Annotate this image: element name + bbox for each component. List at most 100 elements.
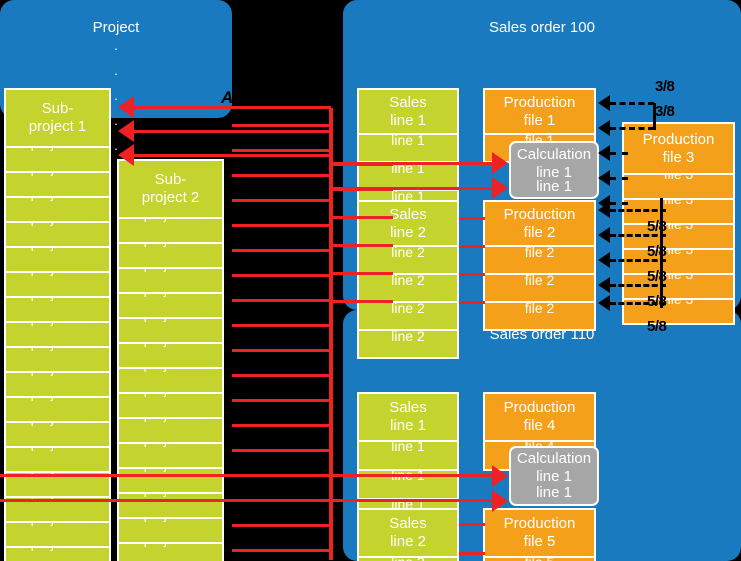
so100-feed-rung-4 bbox=[333, 244, 393, 247]
fraction-bottom-2: 5/8 bbox=[647, 243, 667, 260]
so100-production-file-2-head[interactable]: Production file 2 bbox=[483, 200, 596, 247]
so100-sales-line-1-head[interactable]: Sales line 1 bbox=[357, 88, 459, 135]
so110-calc-feed-1 bbox=[0, 474, 494, 477]
so100-sales-line-1-label: Sales line 1 bbox=[389, 93, 427, 129]
so100-sales-line-2-item-label: line 2 bbox=[391, 327, 425, 344]
so100-sales-line-2-item-label: line 2 bbox=[391, 243, 425, 260]
a-label-2: A bbox=[221, 112, 234, 131]
a-label-1: A bbox=[221, 88, 234, 107]
so100-calculation-sub-label: line 1 bbox=[536, 178, 572, 196]
project-rung-2 bbox=[232, 149, 332, 152]
subproject-1-arrow-3 bbox=[118, 144, 134, 166]
subproject-1-label: Sub- project 1 bbox=[28, 100, 87, 135]
so100-production-file-1-label: Production file 1 bbox=[503, 93, 576, 129]
subproject-1-arrow-2 bbox=[118, 120, 134, 142]
subproject-1-head[interactable]: Sub- project 1 bbox=[4, 88, 111, 148]
pf-ref-dash-mid-1 bbox=[610, 152, 628, 155]
project-dot-5: · bbox=[113, 141, 119, 156]
project-rung-9 bbox=[232, 324, 332, 327]
so100-feed-rung-5 bbox=[333, 272, 393, 275]
so110-pf5-rung-1 bbox=[459, 523, 485, 526]
project-title: Project bbox=[92, 19, 140, 36]
fraction-bottom-1: 5/8 bbox=[647, 218, 667, 235]
so100-sales-line-2-head[interactable]: Sales line 2 bbox=[357, 200, 459, 247]
so100-calc-arrow-2 bbox=[492, 177, 508, 199]
so100-pf2-rung-2 bbox=[459, 245, 485, 248]
project-rung-14 bbox=[232, 449, 332, 452]
project-rung-1 bbox=[232, 124, 332, 127]
project-dot-3: · bbox=[113, 91, 119, 106]
pf2-ref-arrow-2 bbox=[598, 227, 610, 243]
fraction-bottom-4: 5/8 bbox=[647, 293, 667, 310]
pf1-ref-arrow-1 bbox=[598, 95, 610, 111]
so110-sales-line-1-label: Sales line 1 bbox=[389, 399, 427, 434]
sales-order-100-title: Sales order 100 bbox=[489, 19, 595, 36]
pf2-ref-dash-3 bbox=[610, 259, 666, 262]
project-rung-12 bbox=[232, 399, 332, 402]
so100-sales-line-2-item-label: line 2 bbox=[391, 271, 425, 288]
a-label-3: A bbox=[221, 136, 234, 155]
project-rung-3 bbox=[232, 174, 332, 177]
subproject-2-head[interactable]: Sub- project 2 bbox=[117, 159, 224, 219]
pf-ref-arrow-mid-1 bbox=[598, 145, 610, 161]
pf-ref-dash-mid-2 bbox=[610, 177, 628, 180]
subproject-1-feed-3 bbox=[133, 154, 331, 157]
project-rung-8 bbox=[232, 299, 332, 302]
so110-production-file-5-label: Production file 5 bbox=[503, 515, 576, 550]
so110-calculation-label: Calculation line 1 bbox=[516, 450, 592, 486]
pf2-ref-arrow-1 bbox=[598, 202, 610, 218]
subproject-1-feed-1 bbox=[133, 106, 331, 109]
so100-sales-line-2-item-label: line 2 bbox=[391, 299, 425, 316]
fraction-bottom-5: 5/8 bbox=[647, 318, 667, 335]
project-rung-4 bbox=[232, 199, 332, 202]
connector-backbone bbox=[329, 108, 333, 560]
subproject-1-feed-2 bbox=[133, 130, 331, 133]
so110-calc-arrow-1 bbox=[492, 465, 508, 487]
fraction-bottom-3: 5/8 bbox=[647, 268, 667, 285]
so110-calculation-sub-label: line 1 bbox=[536, 483, 572, 501]
so100-pf2-rung-3 bbox=[459, 273, 485, 276]
pf2-ref-dash-1 bbox=[610, 209, 666, 212]
so110-calculation-box[interactable]: Calculation line 1 line 1 bbox=[509, 446, 599, 506]
so100-production-file-2-label: Production file 2 bbox=[503, 205, 576, 241]
so110-production-file-4-label: Production file 4 bbox=[503, 399, 576, 434]
so100-calc-feed-2 bbox=[333, 187, 493, 190]
project-rung-18 bbox=[232, 549, 332, 552]
so110-production-file-4-head[interactable]: Production file 4 bbox=[483, 392, 596, 442]
pf2-ref-arrow-4 bbox=[598, 277, 610, 293]
so100-pf2-rung-4 bbox=[459, 301, 485, 304]
pf1-ref-dash-2 bbox=[610, 127, 654, 130]
so110-sales-line-1-item-label: line 1 bbox=[391, 438, 425, 454]
pf-ref-arrow-mid-2 bbox=[598, 170, 610, 186]
subproject-1-arrow-1 bbox=[118, 96, 134, 118]
so100-calc-arrow-1 bbox=[492, 152, 508, 174]
subproject-2-label: Sub- project 2 bbox=[141, 171, 200, 206]
so110-sales-line-2-label: Sales line 2 bbox=[389, 515, 427, 550]
so110-sales-line-1-head[interactable]: Sales line 1 bbox=[357, 392, 459, 442]
pf1-ref-dash-1 bbox=[610, 102, 654, 105]
project-dot-1: · bbox=[113, 41, 119, 56]
pf2-ref-arrow-3 bbox=[598, 252, 610, 268]
project-rung-10 bbox=[232, 349, 332, 352]
so100-feed-rung-3 bbox=[333, 216, 393, 219]
pf3-ref-bracket bbox=[660, 198, 663, 308]
so110-calc-feed-2 bbox=[0, 499, 494, 502]
so100-production-file-1-head[interactable]: Production file 1 bbox=[483, 88, 596, 135]
project-rung-11 bbox=[232, 374, 332, 377]
so100-production-file-2-item-label: file 2 bbox=[524, 243, 555, 260]
pf2-ref-dash-5 bbox=[610, 302, 666, 305]
so110-sales-line-2-head[interactable]: Sales line 2 bbox=[357, 508, 459, 558]
so100-sales-line-1-item-label: line 1 bbox=[391, 131, 425, 148]
pf2-ref-arrow-5 bbox=[598, 295, 610, 311]
so100-production-file-3-label: Production file 3 bbox=[642, 130, 715, 166]
so110-production-file-5-head[interactable]: Production file 5 bbox=[483, 508, 596, 558]
so100-production-file-3-head[interactable]: Production file 3 bbox=[622, 122, 735, 175]
so100-pf2-rung-1 bbox=[459, 217, 485, 220]
so100-calc-feed-1 bbox=[333, 162, 493, 165]
pf-ref-dash-mid-3 bbox=[610, 202, 628, 205]
so100-production-file-2-item-label: file 2 bbox=[524, 271, 555, 288]
project-dot-4: · bbox=[113, 116, 119, 131]
so100-calculation-box[interactable]: Calculation line 1 line 1 bbox=[509, 141, 599, 199]
so100-sales-line-2-label: Sales line 2 bbox=[389, 205, 427, 241]
